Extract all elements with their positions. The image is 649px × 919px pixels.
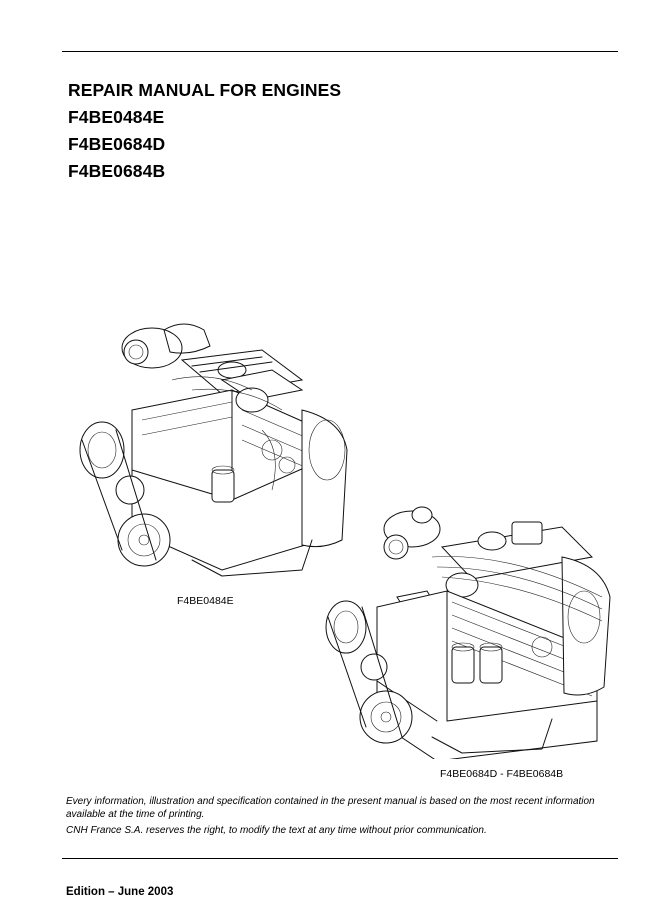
engine-4-cylinder-illustration-icon <box>72 300 360 580</box>
engine-model-2: F4BE0684D <box>68 134 166 154</box>
bottom-rule <box>62 858 618 859</box>
engine-6-cylinder-illustration-icon <box>322 497 620 759</box>
disclaimer-rights: CNH France S.A. reserves the right, to m… <box>66 825 487 836</box>
figure-caption-2: F4BE0684D - F4BE0684B <box>440 768 564 780</box>
top-rule <box>62 51 618 52</box>
edition-date: Edition – June 2003 <box>66 886 174 898</box>
disclaimer: Every information, illustration and spec… <box>66 796 622 838</box>
disclaimer-information: Every information, illustration and spec… <box>66 796 595 820</box>
manual-title: REPAIR MANUAL FOR ENGINES <box>68 80 342 100</box>
title-block: REPAIR MANUAL FOR ENGINES F4BE0484E F4BE… <box>68 77 341 185</box>
figure-caption-1: F4BE0484E <box>177 595 234 607</box>
engine-model-1: F4BE0484E <box>68 107 165 127</box>
engine-model-3: F4BE0684B <box>68 161 166 181</box>
